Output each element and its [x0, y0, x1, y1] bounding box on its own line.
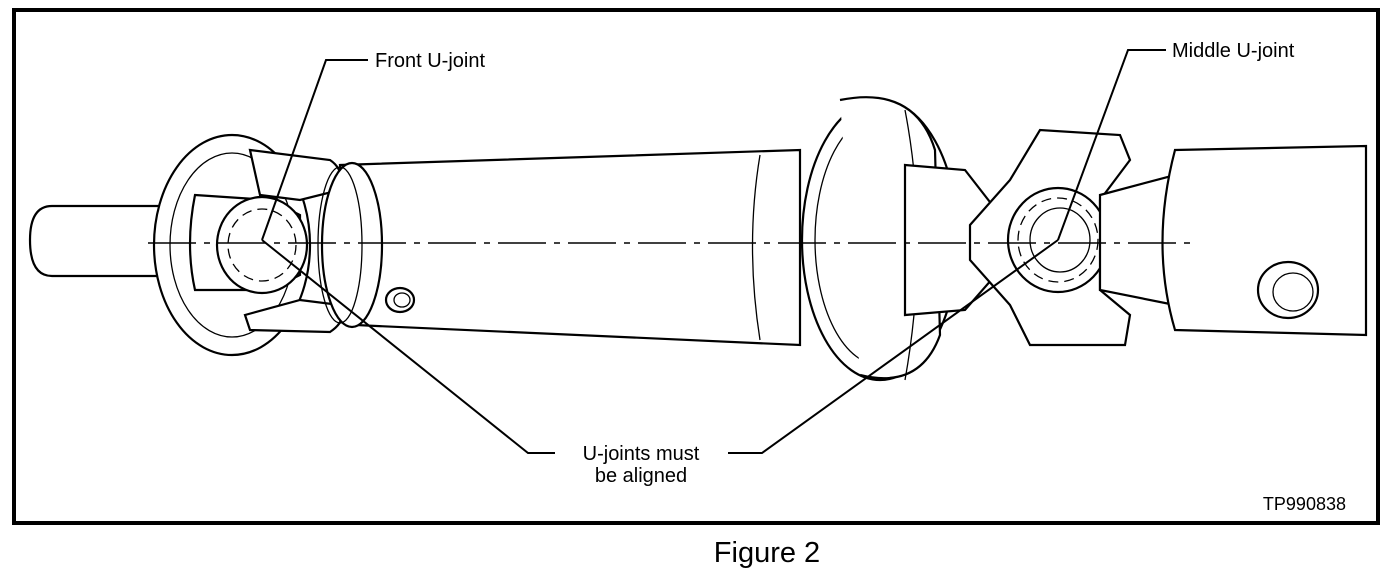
- figure-caption: Figure 2: [714, 537, 820, 569]
- front-ujoint-label: Front U-joint: [375, 50, 485, 72]
- leader-lines: [261, 49, 1166, 454]
- alignment-note-line1: U-joints must: [583, 443, 700, 465]
- driveshaft-illustration: [28, 96, 1368, 382]
- alignment-note-line2: be aligned: [595, 465, 687, 487]
- middle-ujoint-label: Middle U-joint: [1172, 40, 1295, 62]
- part-number: TP990838: [1263, 494, 1346, 514]
